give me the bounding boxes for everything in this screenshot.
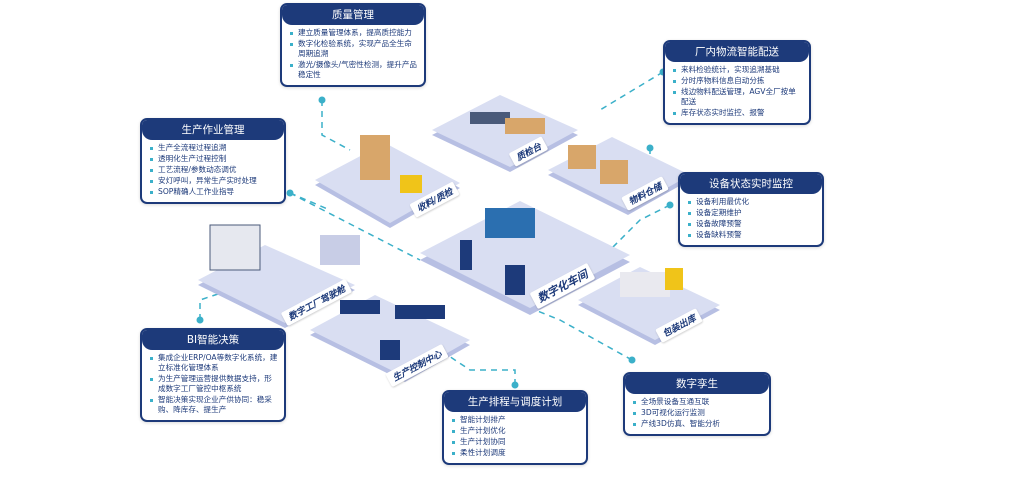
- card-item: 智能决策实现企业产供协同：稳采购、降库存、提生产: [150, 395, 278, 415]
- card-item: 设备故障预警: [688, 219, 816, 229]
- platform-shipping: [578, 267, 720, 345]
- card-item: 设备缺料预警: [688, 230, 816, 240]
- card-item: 柔性计划调度: [452, 448, 580, 458]
- platform-control: [310, 295, 470, 382]
- card-item: 生产计划优化: [452, 426, 580, 436]
- card-title: 生产作业管理: [142, 120, 284, 140]
- card-item: 建立质量管理体系，提高质控能力: [290, 28, 418, 38]
- platform-inspection: [432, 95, 578, 172]
- card-item: 生产计划协同: [452, 437, 580, 447]
- bi-decision-card: BI智能决策 集成企业ERP/OA等数字化系统，建立标准化管理体系为生产管理运营…: [140, 328, 286, 422]
- equipment-monitoring-card: 设备状态实时监控 设备利用最优化设备定期维护设备故障预警设备缺料预警: [678, 172, 824, 247]
- card-title: 数字孪生: [625, 374, 769, 394]
- card-item: 3D可视化运行监测: [633, 408, 763, 418]
- card-item: 产线3D仿真、智能分析: [633, 419, 763, 429]
- card-item: 生产全流程过程追溯: [150, 143, 278, 153]
- card-item: 激光/摄像头/气密性检测，提升产品稳定性: [290, 60, 418, 79]
- scheduling-card: 生产排程与调度计划 智能计划排产生产计划优化生产计划协同柔性计划调度: [442, 390, 588, 465]
- card-item: 安灯呼叫，异常生产实时处理: [150, 176, 278, 186]
- card-title: 生产排程与调度计划: [444, 392, 586, 412]
- platform-receiving: [315, 135, 460, 228]
- card-item: 线边物料配送管理，AGV全厂按单配送: [673, 87, 803, 107]
- card-title: 设备状态实时监控: [680, 174, 822, 194]
- card-item: 分时序物料信息自动分拣: [673, 76, 803, 86]
- platform-cockpit: [198, 224, 360, 328]
- card-item: 数字化检验系统，实现产品全生命周期追溯: [290, 39, 418, 59]
- card-item: 来料检验统计，实现追溯基础: [673, 65, 803, 75]
- card-title: 质量管理: [282, 5, 424, 25]
- card-item: 库存状态实时监控、报警: [673, 108, 803, 118]
- logistics-card: 厂内物流智能配送 来料检验统计，实现追溯基础分时序物料信息自动分拣线边物料配送管…: [663, 40, 811, 125]
- card-title: BI智能决策: [142, 330, 284, 350]
- card-item: 透明化生产过程控制: [150, 154, 278, 164]
- quality-management-card: 质量管理 建立质量管理体系，提高质控能力数字化检验系统，实现产品全生命周期追溯激…: [280, 3, 426, 87]
- card-item: 设备利用最优化: [688, 197, 816, 207]
- card-item: 为生产管理运营提供数据支持，形成数字工厂管控中枢系统: [150, 374, 278, 394]
- card-item: 全场景设备互通互联: [633, 397, 763, 407]
- card-item: 工艺流程/参数动态调优: [150, 165, 278, 175]
- card-item: SOP精确人工作业指导: [150, 187, 278, 197]
- card-item: 智能计划排产: [452, 415, 580, 425]
- production-management-card: 生产作业管理 生产全流程过程追溯透明化生产过程控制工艺流程/参数动态调优安灯呼叫…: [140, 118, 286, 204]
- card-title: 厂内物流智能配送: [665, 42, 809, 62]
- card-item: 设备定期维护: [688, 208, 816, 218]
- card-item: 集成企业ERP/OA等数字化系统，建立标准化管理体系: [150, 353, 278, 372]
